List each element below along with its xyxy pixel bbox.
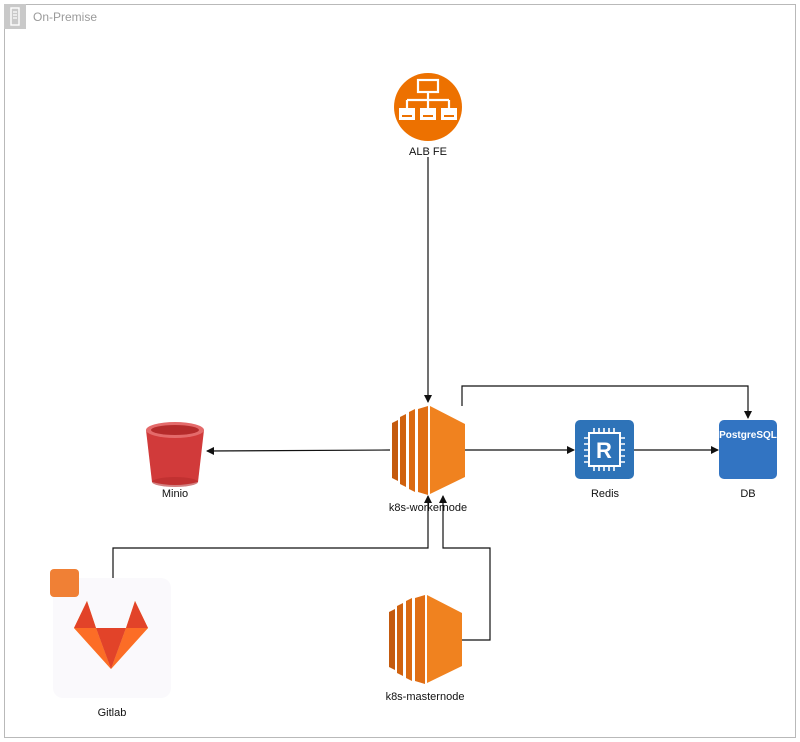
alb-node[interactable] [394,73,462,141]
gitlab-badge [50,569,79,597]
redis-node[interactable]: R [575,420,634,479]
gitlab-icon [74,601,148,669]
minio-label: Minio [161,488,189,500]
master-node[interactable] [389,595,462,684]
edge-master-to-worker[interactable] [439,495,491,641]
on-premise-group [4,4,796,738]
db-label: DB [740,488,756,500]
redis-chip-icon: R [575,420,634,479]
db-node[interactable]: PostgreSQL [719,420,777,479]
redis-chip-text: R [596,438,612,463]
alb-label: ALB FE [409,146,447,158]
gitlab-node[interactable] [50,569,171,698]
ec2-instance-icon [389,595,462,684]
edge-worker-to-minio[interactable] [206,446,391,455]
worker-label: k8s-workernode [388,502,468,514]
minio-node[interactable] [146,422,204,487]
postgresql-badge-text: PostgreSQL [719,430,777,441]
postgresql-icon: PostgreSQL [719,420,777,479]
worker-node[interactable] [392,406,465,495]
server-icon [4,4,26,29]
gitlab-label: Gitlab [97,707,127,719]
master-label: k8s-masternode [385,691,465,703]
edge-worker-to-db[interactable] [461,385,752,419]
ec2-instance-icon [392,406,465,495]
edge-gitlab-to-worker[interactable] [112,495,432,578]
connectors [112,157,752,641]
bucket-icon [146,422,204,487]
redis-label: Redis [590,488,620,500]
load-balancer-icon [394,73,462,141]
group-title: On-Premise [33,10,98,24]
